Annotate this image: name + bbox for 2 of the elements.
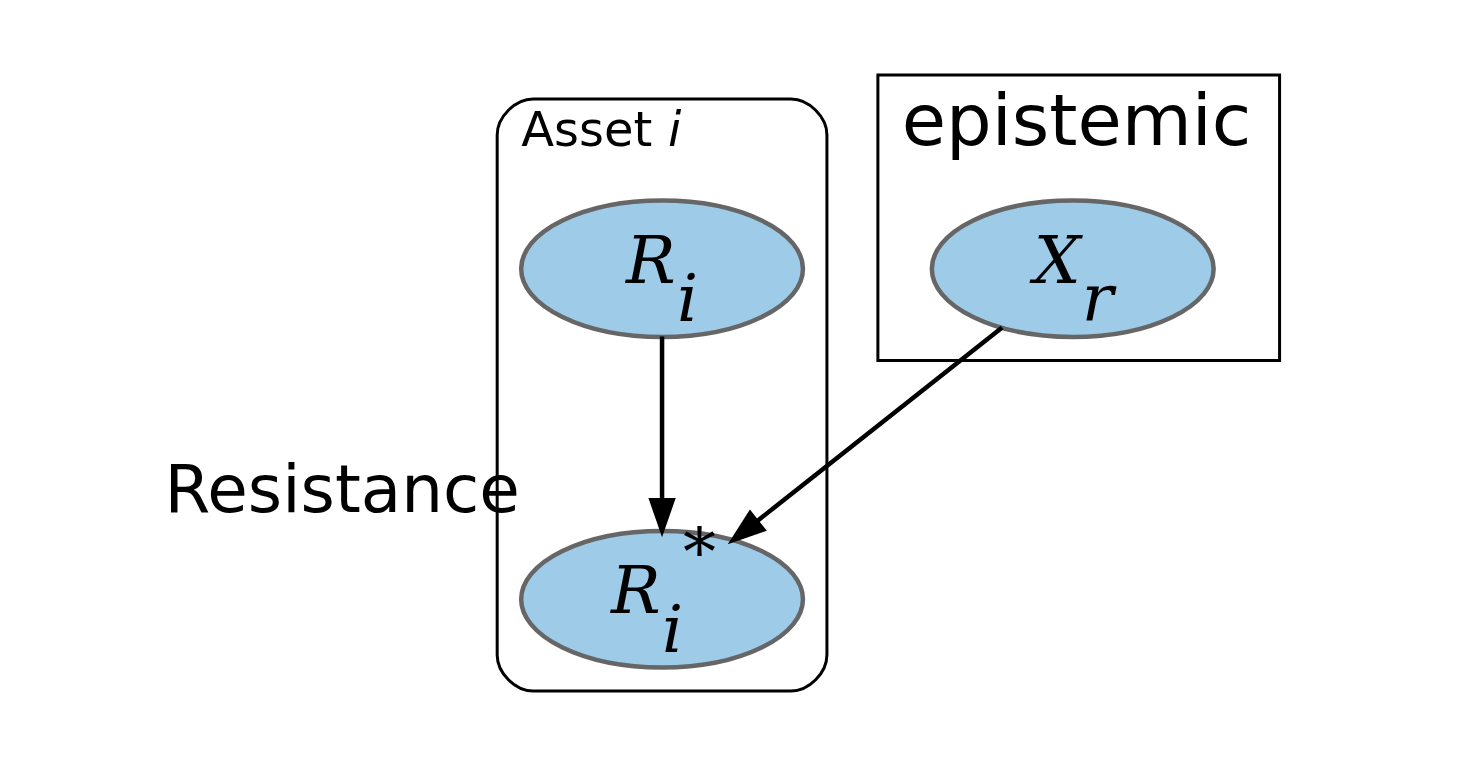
- arrow: [648, 336, 676, 537]
- arrow: [727, 325, 1004, 544]
